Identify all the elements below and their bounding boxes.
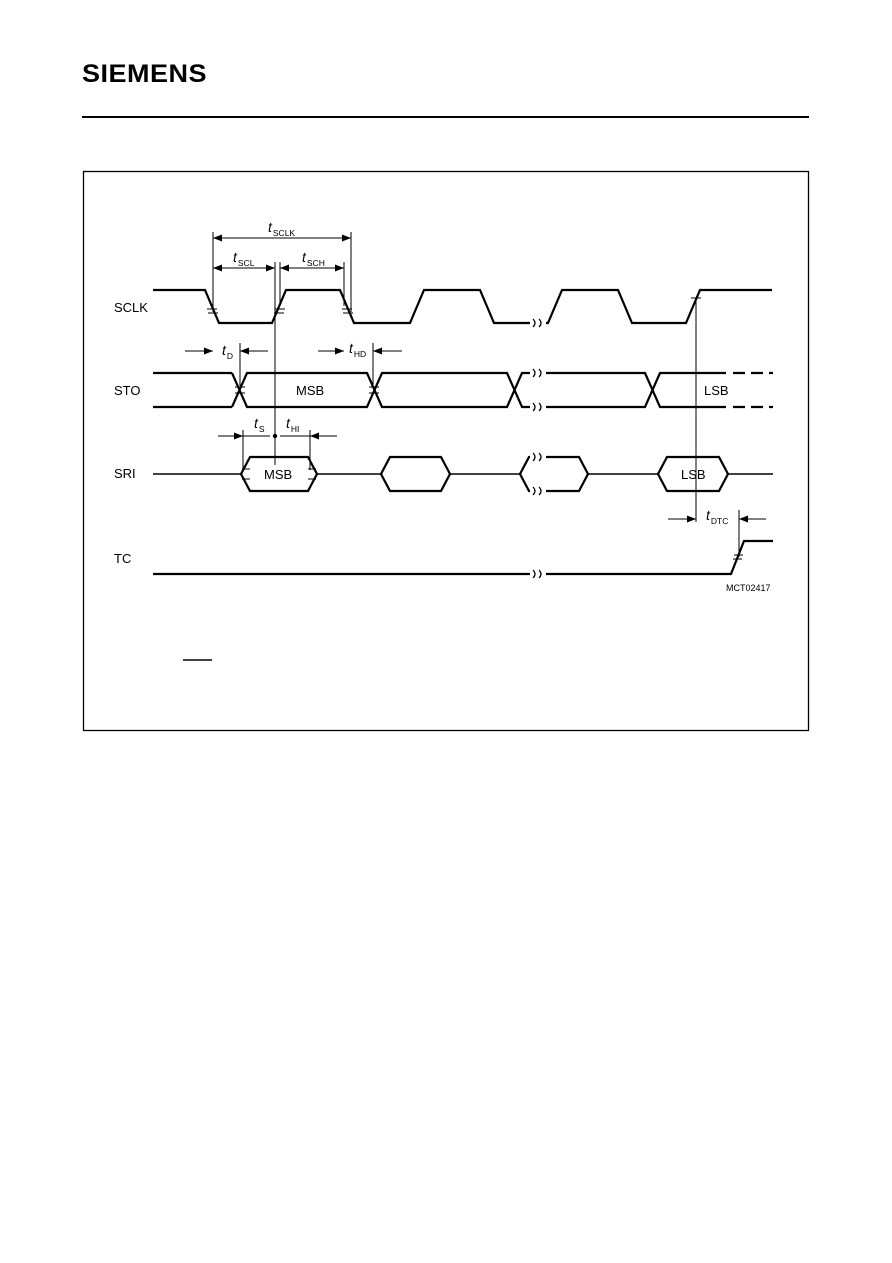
sri-break-icon	[532, 452, 542, 496]
signal-label-sri: SRI	[114, 466, 136, 481]
sclk-threshold-ticks	[207, 297, 701, 314]
sto-break-icon	[532, 368, 542, 412]
signal-label-sclk: SCLK	[114, 300, 148, 315]
figure-id: MCT02417	[726, 583, 771, 593]
tc-waveform	[153, 539, 773, 576]
sri-waveform	[153, 455, 773, 493]
timing-label-thd: tHD	[349, 340, 366, 359]
timing-label-tsclk: tSCLK	[268, 219, 295, 238]
sri-msb-label: MSB	[264, 467, 292, 482]
sclk-break-icon	[532, 318, 542, 328]
sto-msb-label: MSB	[296, 383, 324, 398]
timing-label-td: tD	[222, 342, 233, 361]
sto-threshold-ticks	[235, 386, 379, 394]
sclk-waveform	[153, 288, 772, 325]
reference-lines	[212, 232, 740, 557]
sto-waveform	[153, 371, 773, 409]
sto-lsb-label: LSB	[704, 383, 729, 398]
signal-label-tc: TC	[114, 551, 131, 566]
sample-point-dot	[272, 433, 278, 439]
dimension-arrows	[185, 234, 766, 523]
header-rule	[82, 116, 809, 118]
diagram-frame	[82, 170, 810, 732]
siemens-logo: SIEMENS	[82, 60, 208, 88]
signal-label-sto: STO	[114, 383, 141, 398]
tc-break-icon	[532, 569, 542, 579]
sri-lsb-label: LSB	[681, 467, 706, 482]
timing-label-ts: tS	[254, 415, 265, 434]
timing-label-thi: tHI	[286, 415, 299, 434]
timing-label-tsch: tSCH	[302, 249, 325, 268]
timing-label-tscl: tSCL	[233, 249, 255, 268]
timing-label-tdtc: tDTC	[706, 507, 728, 526]
